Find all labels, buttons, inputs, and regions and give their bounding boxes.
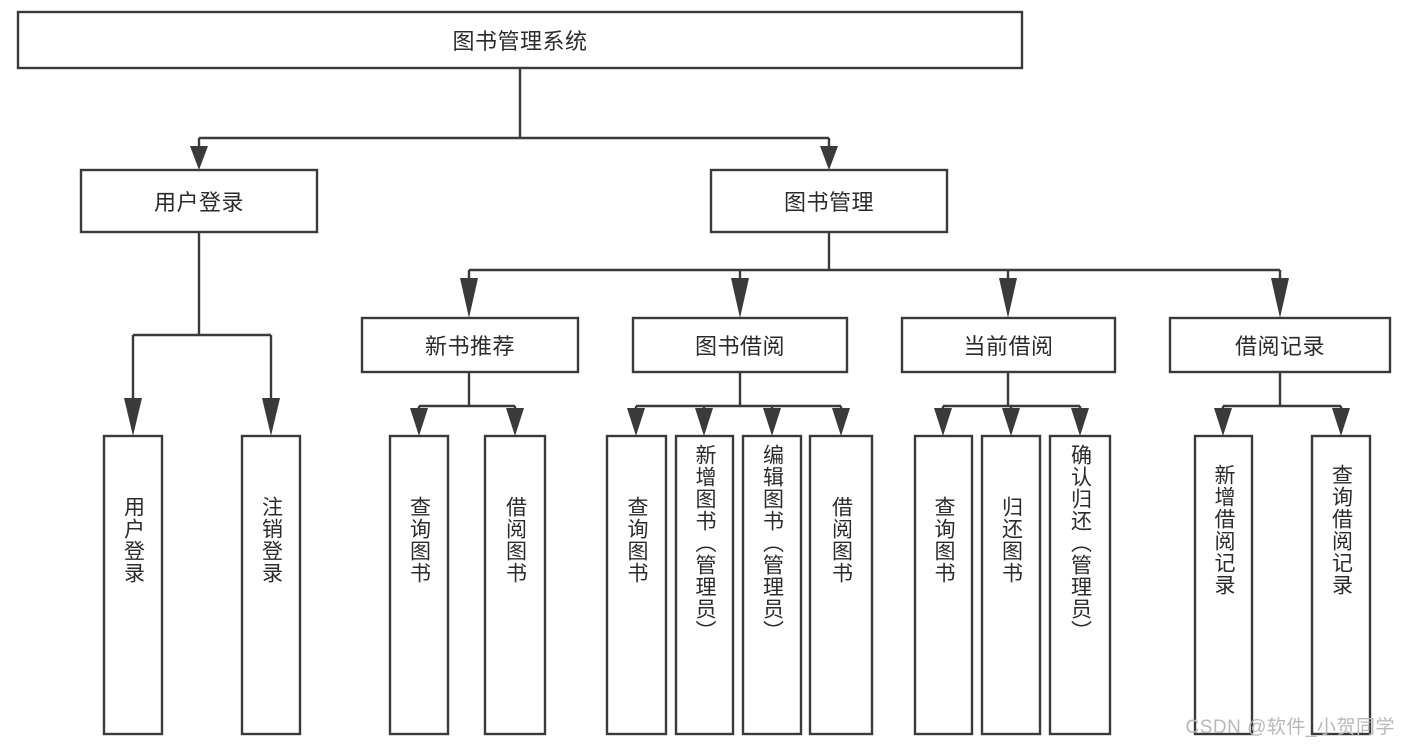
arrow-head-leaf-logout (262, 398, 280, 436)
arrow-head-leaf-confirm-return (1071, 408, 1089, 436)
node-box-root[interactable] (16, 10, 1024, 70)
arrow-head-leaf-user-login (124, 398, 142, 436)
arrow-head-bookborrow (731, 278, 749, 318)
node-box-leaf-query-borrow-record[interactable] (1310, 434, 1372, 736)
connector-group-current-borrow (934, 372, 1089, 436)
connector-group-borrow-record (1214, 372, 1350, 436)
arrow-head-leaf-query-book-rec (410, 408, 428, 436)
arrow-head-leaf-add-borrow-record (1214, 408, 1232, 436)
node-box-leaf-query-book-current[interactable] (913, 434, 974, 736)
node-box-leaf-query-book-rec[interactable] (388, 434, 450, 736)
node-box-new-book-recommend[interactable] (360, 316, 580, 374)
node-box-leaf-add-book-admin[interactable] (674, 434, 735, 736)
node-box-leaf-borrow-book[interactable] (808, 434, 874, 736)
node-box-leaf-borrow-book-rec[interactable] (483, 434, 547, 736)
node-box-leaf-add-borrow-record[interactable] (1193, 434, 1254, 736)
node-box-borrow-record[interactable] (1168, 316, 1392, 374)
arrow-head-borrowrecord (1271, 278, 1289, 318)
node-box-book-borrow[interactable] (631, 316, 849, 374)
arrow-head-leaf-borrow-book (832, 408, 850, 436)
node-box-user-login[interactable] (79, 168, 319, 234)
arrow-head-leaf-query-borrow-record (1332, 408, 1350, 436)
arrow-head-leaf-borrow-book-rec (506, 408, 524, 436)
node-box-leaf-return-book[interactable] (980, 434, 1042, 736)
arrow-head-leaf-query-book-current (934, 408, 952, 436)
node-box-book-management[interactable] (709, 168, 949, 234)
node-box-leaf-confirm-return-admin[interactable] (1048, 434, 1112, 736)
arrow-head-user-login (190, 146, 208, 170)
arrow-head-newbook (460, 278, 478, 318)
arrow-head-leaf-add-book-admin (695, 408, 713, 436)
arrow-head-leaf-return-book (1002, 408, 1020, 436)
connector-group-book-mgmt (460, 232, 1289, 318)
arrow-head-book-mgmt (820, 146, 838, 170)
node-box-leaf-edit-book-admin[interactable] (741, 434, 803, 736)
connector-group-root (190, 68, 838, 170)
node-box-leaf-user-login[interactable] (102, 434, 164, 736)
arrow-head-leaf-query-book-borrow (627, 408, 645, 436)
arrow-head-currentborrow (999, 278, 1017, 318)
node-box-current-borrow[interactable] (900, 316, 1117, 374)
node-box-leaf-query-book-borrow[interactable] (605, 434, 668, 736)
connector-group-user-login (124, 232, 280, 436)
node-box-leaf-logout[interactable] (240, 434, 302, 736)
arrow-head-leaf-edit-book-admin (763, 408, 781, 436)
connector-group-new-book-rec (410, 372, 524, 436)
connector-group-book-borrow (627, 372, 850, 436)
